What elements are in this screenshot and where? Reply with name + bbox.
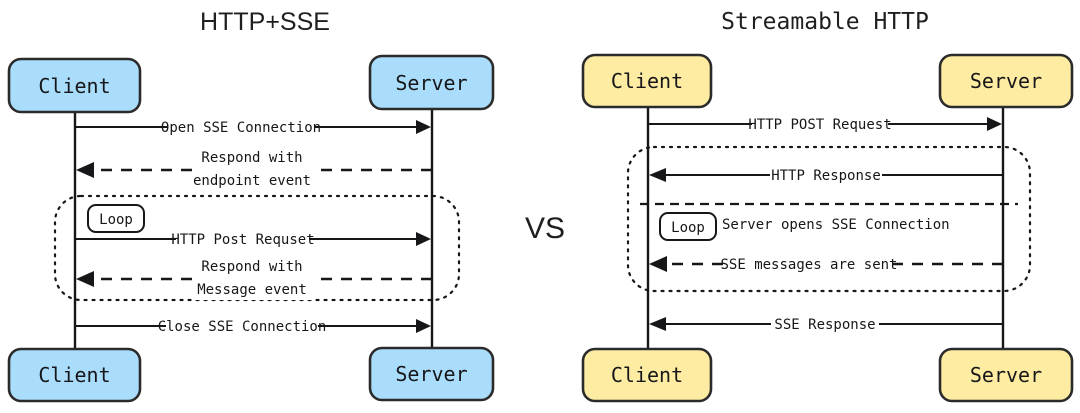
actor-label-server: Server — [395, 71, 467, 95]
message-close-sse-connection: Close SSE Connection — [75, 317, 431, 335]
message-respond-endpoint-event: Respond with endpoint event — [76, 149, 432, 191]
diagram-http-sse: HTTP+SSE Client Server Open SSE Connecti… — [7, 8, 495, 403]
loop-badge-box — [87, 204, 145, 233]
label-backdrop — [726, 255, 892, 273]
fragment-kind-badge-right: Loop Server opens SSE Connection — [659, 212, 950, 241]
label-backdrop — [166, 317, 318, 335]
arrowhead-left — [76, 271, 94, 287]
actor-client-top-left[interactable]: Client — [7, 57, 142, 114]
label-backdrop — [771, 315, 879, 333]
message-label-line2: Message event — [197, 282, 307, 298]
diagram-streamable-http: Streamable HTTP Client Server — [581, 9, 1074, 403]
fragment-loop-left — [53, 194, 461, 302]
message-http-post-request-right: HTTP POST Request — [648, 115, 1002, 133]
label-backdrop — [752, 115, 888, 133]
arrowhead-right — [416, 120, 431, 134]
actor-label-client: Client — [38, 363, 110, 387]
actor-label-client: Client — [611, 69, 683, 93]
label-backdrop — [176, 230, 309, 248]
actor-label-client: Client — [38, 74, 110, 98]
actor-box — [7, 347, 142, 403]
actor-box — [368, 54, 495, 111]
message-http-post-requset: HTTP Post Requset — [75, 230, 431, 248]
actor-box — [581, 53, 713, 109]
vs-separator-label: VS — [525, 212, 565, 245]
label-backdrop — [770, 166, 882, 184]
diagram-title-http-sse: HTTP+SSE — [200, 8, 330, 36]
message-sse-response: SSE Response — [649, 315, 1003, 333]
message-label: HTTP Post Requset — [171, 232, 314, 248]
message-label-line2: endpoint event — [193, 173, 311, 189]
arrowhead-right — [416, 232, 431, 246]
message-label: SSE Response — [774, 317, 875, 333]
actor-server-top-left[interactable]: Server — [368, 54, 495, 111]
message-label: Open SSE Connection — [161, 120, 321, 136]
message-label: HTTP Response — [771, 168, 881, 184]
message-open-sse-connection: Open SSE Connection — [75, 118, 431, 136]
message-label: Close SSE Connection — [158, 319, 327, 335]
message-label-line1: Respond with — [201, 150, 302, 166]
diagram-title-streamable-http: Streamable HTTP — [721, 9, 929, 35]
loop-badge-box — [659, 212, 717, 241]
actor-box — [368, 346, 495, 402]
actor-label-server: Server — [970, 363, 1042, 387]
label-backdrop — [192, 149, 312, 191]
arrowhead-left — [649, 256, 667, 272]
message-respond-message-event: Respond with Message event — [76, 258, 432, 300]
actor-client-bottom-left[interactable]: Client — [7, 347, 142, 403]
actor-box — [7, 57, 142, 114]
arrowhead-left — [649, 317, 666, 331]
arrowhead-right — [416, 319, 431, 333]
actor-client-bottom-right[interactable]: Client — [581, 347, 713, 403]
actor-label-client: Client — [611, 363, 683, 387]
message-label: SSE messages are sent — [720, 257, 897, 273]
actor-label-server: Server — [395, 362, 467, 386]
actor-server-top-right[interactable]: Server — [938, 53, 1074, 109]
message-label: HTTP POST Request — [748, 117, 891, 133]
arrowhead-left — [649, 168, 666, 182]
fragment-kind-badge-left: Loop — [87, 204, 145, 233]
actor-server-bottom-left[interactable]: Server — [368, 346, 495, 402]
actor-box — [938, 53, 1074, 109]
message-label-line1: Respond with — [201, 259, 302, 275]
actor-label-server: Server — [970, 69, 1042, 93]
label-backdrop — [167, 118, 315, 136]
fragment-loop-right — [626, 145, 1032, 293]
actor-client-top-right[interactable]: Client — [581, 53, 713, 109]
loop-badge-label: Loop — [671, 220, 705, 236]
actor-box — [938, 347, 1074, 403]
actor-box — [581, 347, 713, 403]
arrowhead-left — [76, 162, 94, 178]
message-http-response: HTTP Response — [649, 166, 1003, 184]
arrowhead-right — [987, 117, 1002, 131]
message-sse-messages-are-sent: SSE messages are sent — [649, 255, 1003, 273]
label-backdrop — [192, 258, 314, 300]
fragment-condition-label: Server opens SSE Connection — [722, 217, 950, 233]
actor-server-bottom-right[interactable]: Server — [938, 347, 1074, 403]
loop-badge-label: Loop — [99, 212, 133, 228]
